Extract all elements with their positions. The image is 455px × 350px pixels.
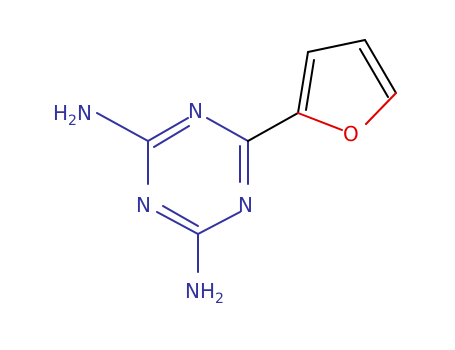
ring-n1-label: N bbox=[188, 99, 203, 123]
bond-c6-furan bbox=[247, 112, 299, 142]
bond-furan-o-c2 bbox=[297, 112, 343, 131]
bond-furan-c5-o bbox=[365, 92, 397, 125]
bond-furan-c3-c4 bbox=[307, 39, 366, 53]
atom-labels: H2N N N N NH2 O bbox=[53, 99, 359, 307]
bond-c2-n1-double bbox=[153, 125, 190, 148]
bond-furan-c2-c3 bbox=[297, 51, 309, 114]
amine-top-label: H2N bbox=[53, 101, 92, 129]
bond-furan-c4-c5-double bbox=[359, 48, 389, 98]
bond-furan-c4-c5 bbox=[364, 39, 397, 94]
ring-n5-label: N bbox=[238, 193, 253, 217]
bond-c2-n1 bbox=[147, 117, 189, 142]
ring-n3-label: N bbox=[136, 193, 151, 217]
bond-n1-c6 bbox=[206, 117, 249, 142]
bond-c4-n3 bbox=[156, 211, 199, 235]
furan-oxygen-label: O bbox=[343, 122, 359, 146]
bonds bbox=[96, 39, 397, 273]
bond-n5-c4 bbox=[197, 211, 241, 235]
bond-nh2-top-c2 bbox=[96, 112, 149, 142]
amine-bottom-label: NH2 bbox=[185, 279, 224, 307]
bond-c4-n3-double bbox=[162, 205, 199, 227]
bond-furan-c2-c3-double bbox=[305, 59, 315, 111]
